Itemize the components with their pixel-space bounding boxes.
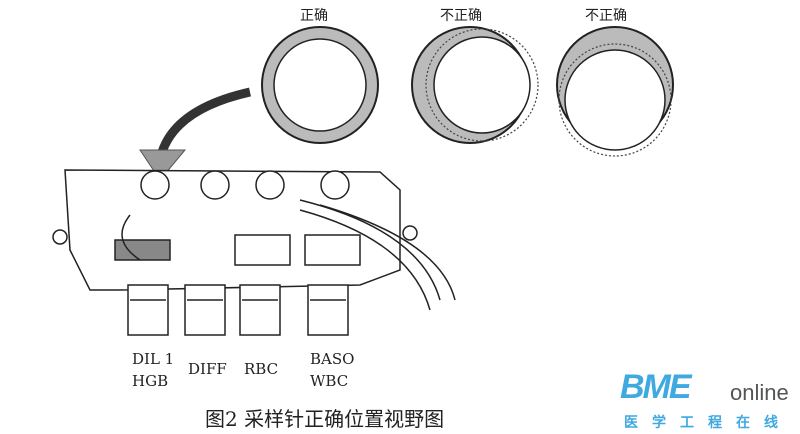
view-label-incorrect-1: 不正确	[440, 8, 482, 24]
watermark-brand: BME	[620, 368, 692, 406]
channel-label-diff: DIFF	[188, 360, 227, 378]
figure-caption: 图2 采样针正确位置视野图	[205, 407, 445, 431]
channel-label-baso: BASO	[310, 350, 355, 368]
channel-label-wbc: WBC	[310, 372, 349, 390]
channel-label-rbc: RBC	[244, 360, 279, 378]
channel-label-dil1: DIL 1	[132, 350, 175, 368]
sampling-valve-assembly	[52, 169, 456, 336]
curved-arrow	[139, 87, 251, 181]
view-label-correct: 正确	[300, 8, 328, 24]
channel-label-hgb: HGB	[132, 372, 169, 390]
watermark-logo: BME online 医学工程在线	[620, 368, 789, 431]
view-incorrect-offset-down	[556, 26, 674, 157]
watermark-chinese: 医学工程在线	[624, 415, 792, 431]
view-correct	[261, 26, 379, 144]
view-incorrect-offset-right	[411, 26, 539, 144]
watermark-suffix: online	[730, 380, 789, 405]
view-label-incorrect-2: 不正确	[585, 8, 627, 24]
